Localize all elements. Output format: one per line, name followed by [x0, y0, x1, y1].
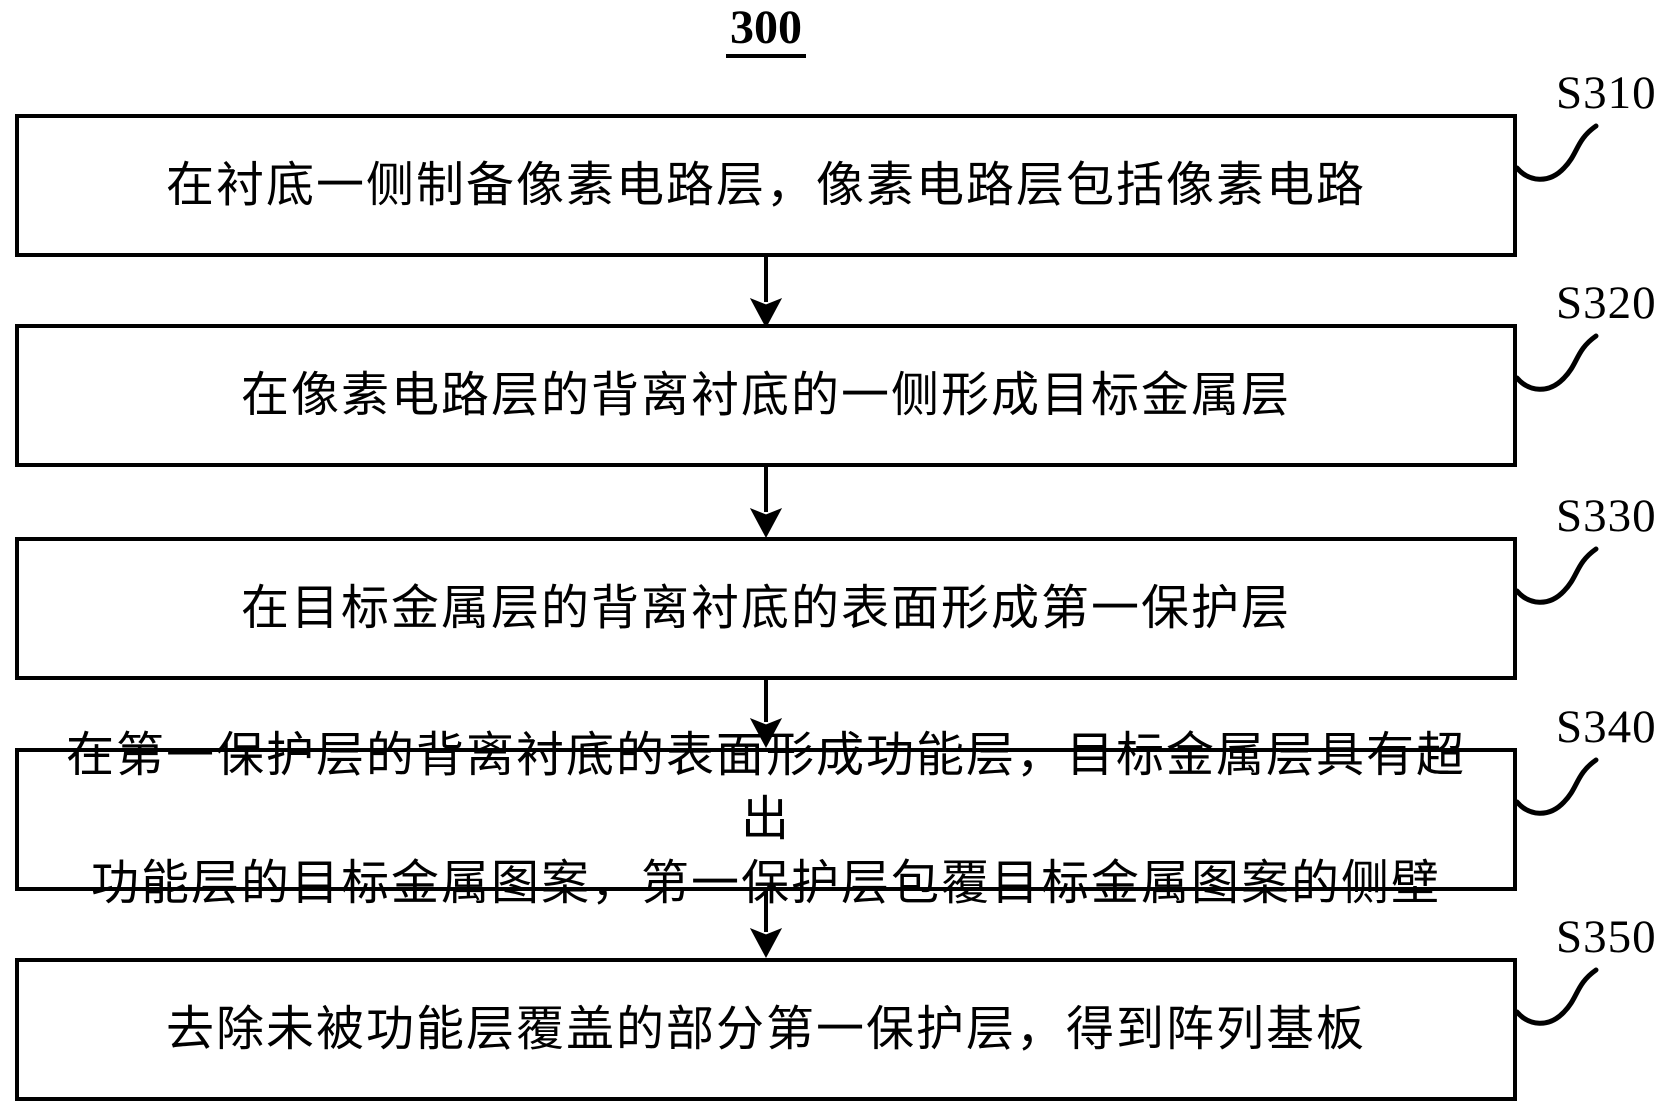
step-connector-curve-s350 — [1514, 967, 1599, 1026]
flow-step-box-s350: 去除未被功能层覆盖的部分第一保护层，得到阵列基板 — [15, 958, 1517, 1101]
flow-step-box-s330: 在目标金属层的背离衬底的表面形成第一保护层 — [15, 537, 1517, 680]
flow-step-text: 在目标金属层的背离衬底的表面形成第一保护层 — [240, 581, 1291, 635]
figure-number-text: 300 — [726, 4, 806, 58]
step-connector-curve-s330 — [1514, 546, 1599, 605]
flow-step-text: 在衬底一侧制备像素电路层，像素电路层包括像素电路 — [165, 158, 1366, 212]
flow-step-text-line-1: 在第一保护层的背离衬底的表面形成功能层，目标金属层具有超出 — [65, 728, 1466, 846]
step-label-s340: S340 — [1556, 701, 1657, 753]
step-label-s330: S330 — [1556, 490, 1657, 542]
flow-step-text: 去除未被功能层覆盖的部分第一保护层，得到阵列基板 — [165, 1002, 1366, 1056]
step-connector-curve-s340 — [1514, 757, 1599, 816]
step-label-s320: S320 — [1556, 277, 1657, 329]
figure-number: 300 — [15, 4, 1517, 58]
flow-step-text: 在像素电路层的背离衬底的一侧形成目标金属层 — [240, 368, 1291, 422]
flow-step-box-s340: 在第一保护层的背离衬底的表面形成功能层，目标金属层具有超出 功能层的目标金属图案… — [15, 729, 1517, 910]
flow-step-box-s310: 在衬底一侧制备像素电路层，像素电路层包括像素电路 — [15, 114, 1517, 257]
step-label-s310: S310 — [1556, 67, 1657, 119]
flow-arrow-1 — [749, 257, 783, 329]
step-connector-curve-s310 — [1514, 123, 1599, 182]
step-label-s350: S350 — [1556, 911, 1657, 963]
flow-arrow-2 — [749, 467, 783, 539]
step-connector-curve-s320 — [1514, 333, 1599, 392]
flow-step-text-line-2: 功能层的目标金属图案，第一保护层包覆目标金属图案的侧壁 — [90, 856, 1441, 910]
flow-step-box-s320: 在像素电路层的背离衬底的一侧形成目标金属层 — [15, 324, 1517, 467]
